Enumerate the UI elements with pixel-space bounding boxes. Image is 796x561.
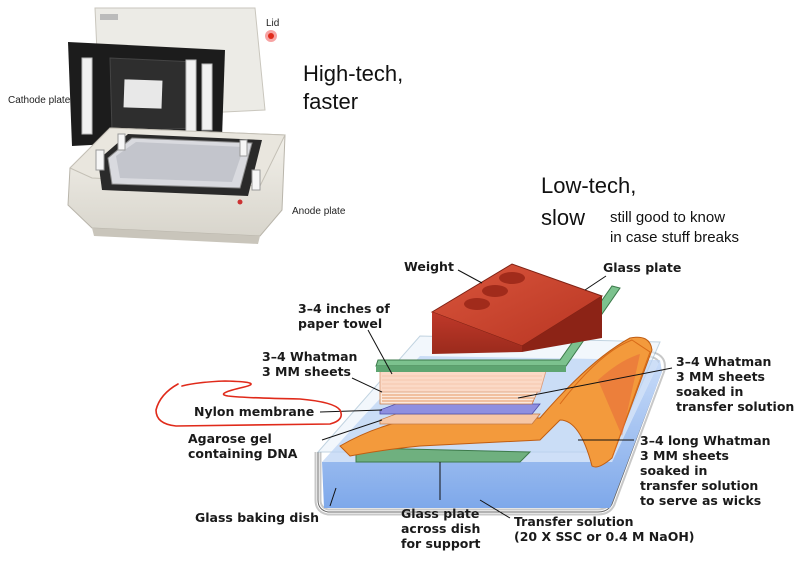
baking-dish-label: Glass baking dish xyxy=(195,510,319,525)
weight-label: Weight xyxy=(404,259,454,274)
paper-towel-label: 3–4 inches of paper towel xyxy=(298,301,390,331)
still-good-note: still good to know in case stuff breaks xyxy=(610,209,739,246)
cathode-plate-label: Cathode plate xyxy=(8,95,71,106)
whatman-wicks-label: 3–4 long Whatman 3 MM sheets soaked in t… xyxy=(640,433,771,508)
lid-label: Lid xyxy=(266,18,280,29)
capillary-transfer-diagram xyxy=(314,263,673,519)
low-tech-note-line2: slow xyxy=(541,205,586,230)
whatman-soaked-label: 3–4 Whatman 3 MM sheets soaked in transf… xyxy=(676,354,795,414)
transfer-cell-photo xyxy=(67,7,286,244)
agarose-gel-label: Agarose gel containing DNA xyxy=(188,431,298,461)
whatman-sheets-label: 3–4 Whatman 3 MM sheets xyxy=(262,349,358,379)
anode-plate-label: Anode plate xyxy=(292,206,346,217)
lid-indicator-dot xyxy=(265,30,277,42)
glass-plate-label: Glass plate xyxy=(603,260,682,275)
support-glass-label: Glass plate across dish for support xyxy=(401,506,481,551)
high-tech-note: High-tech, faster xyxy=(303,61,404,114)
low-tech-note-line1: Low-tech, xyxy=(541,173,637,198)
transfer-solution-label: Transfer solution (20 X SSC or 0.4 M NaO… xyxy=(514,514,695,544)
red-annotation-loop xyxy=(155,380,343,427)
nylon-membrane-label: Nylon membrane xyxy=(194,404,315,419)
